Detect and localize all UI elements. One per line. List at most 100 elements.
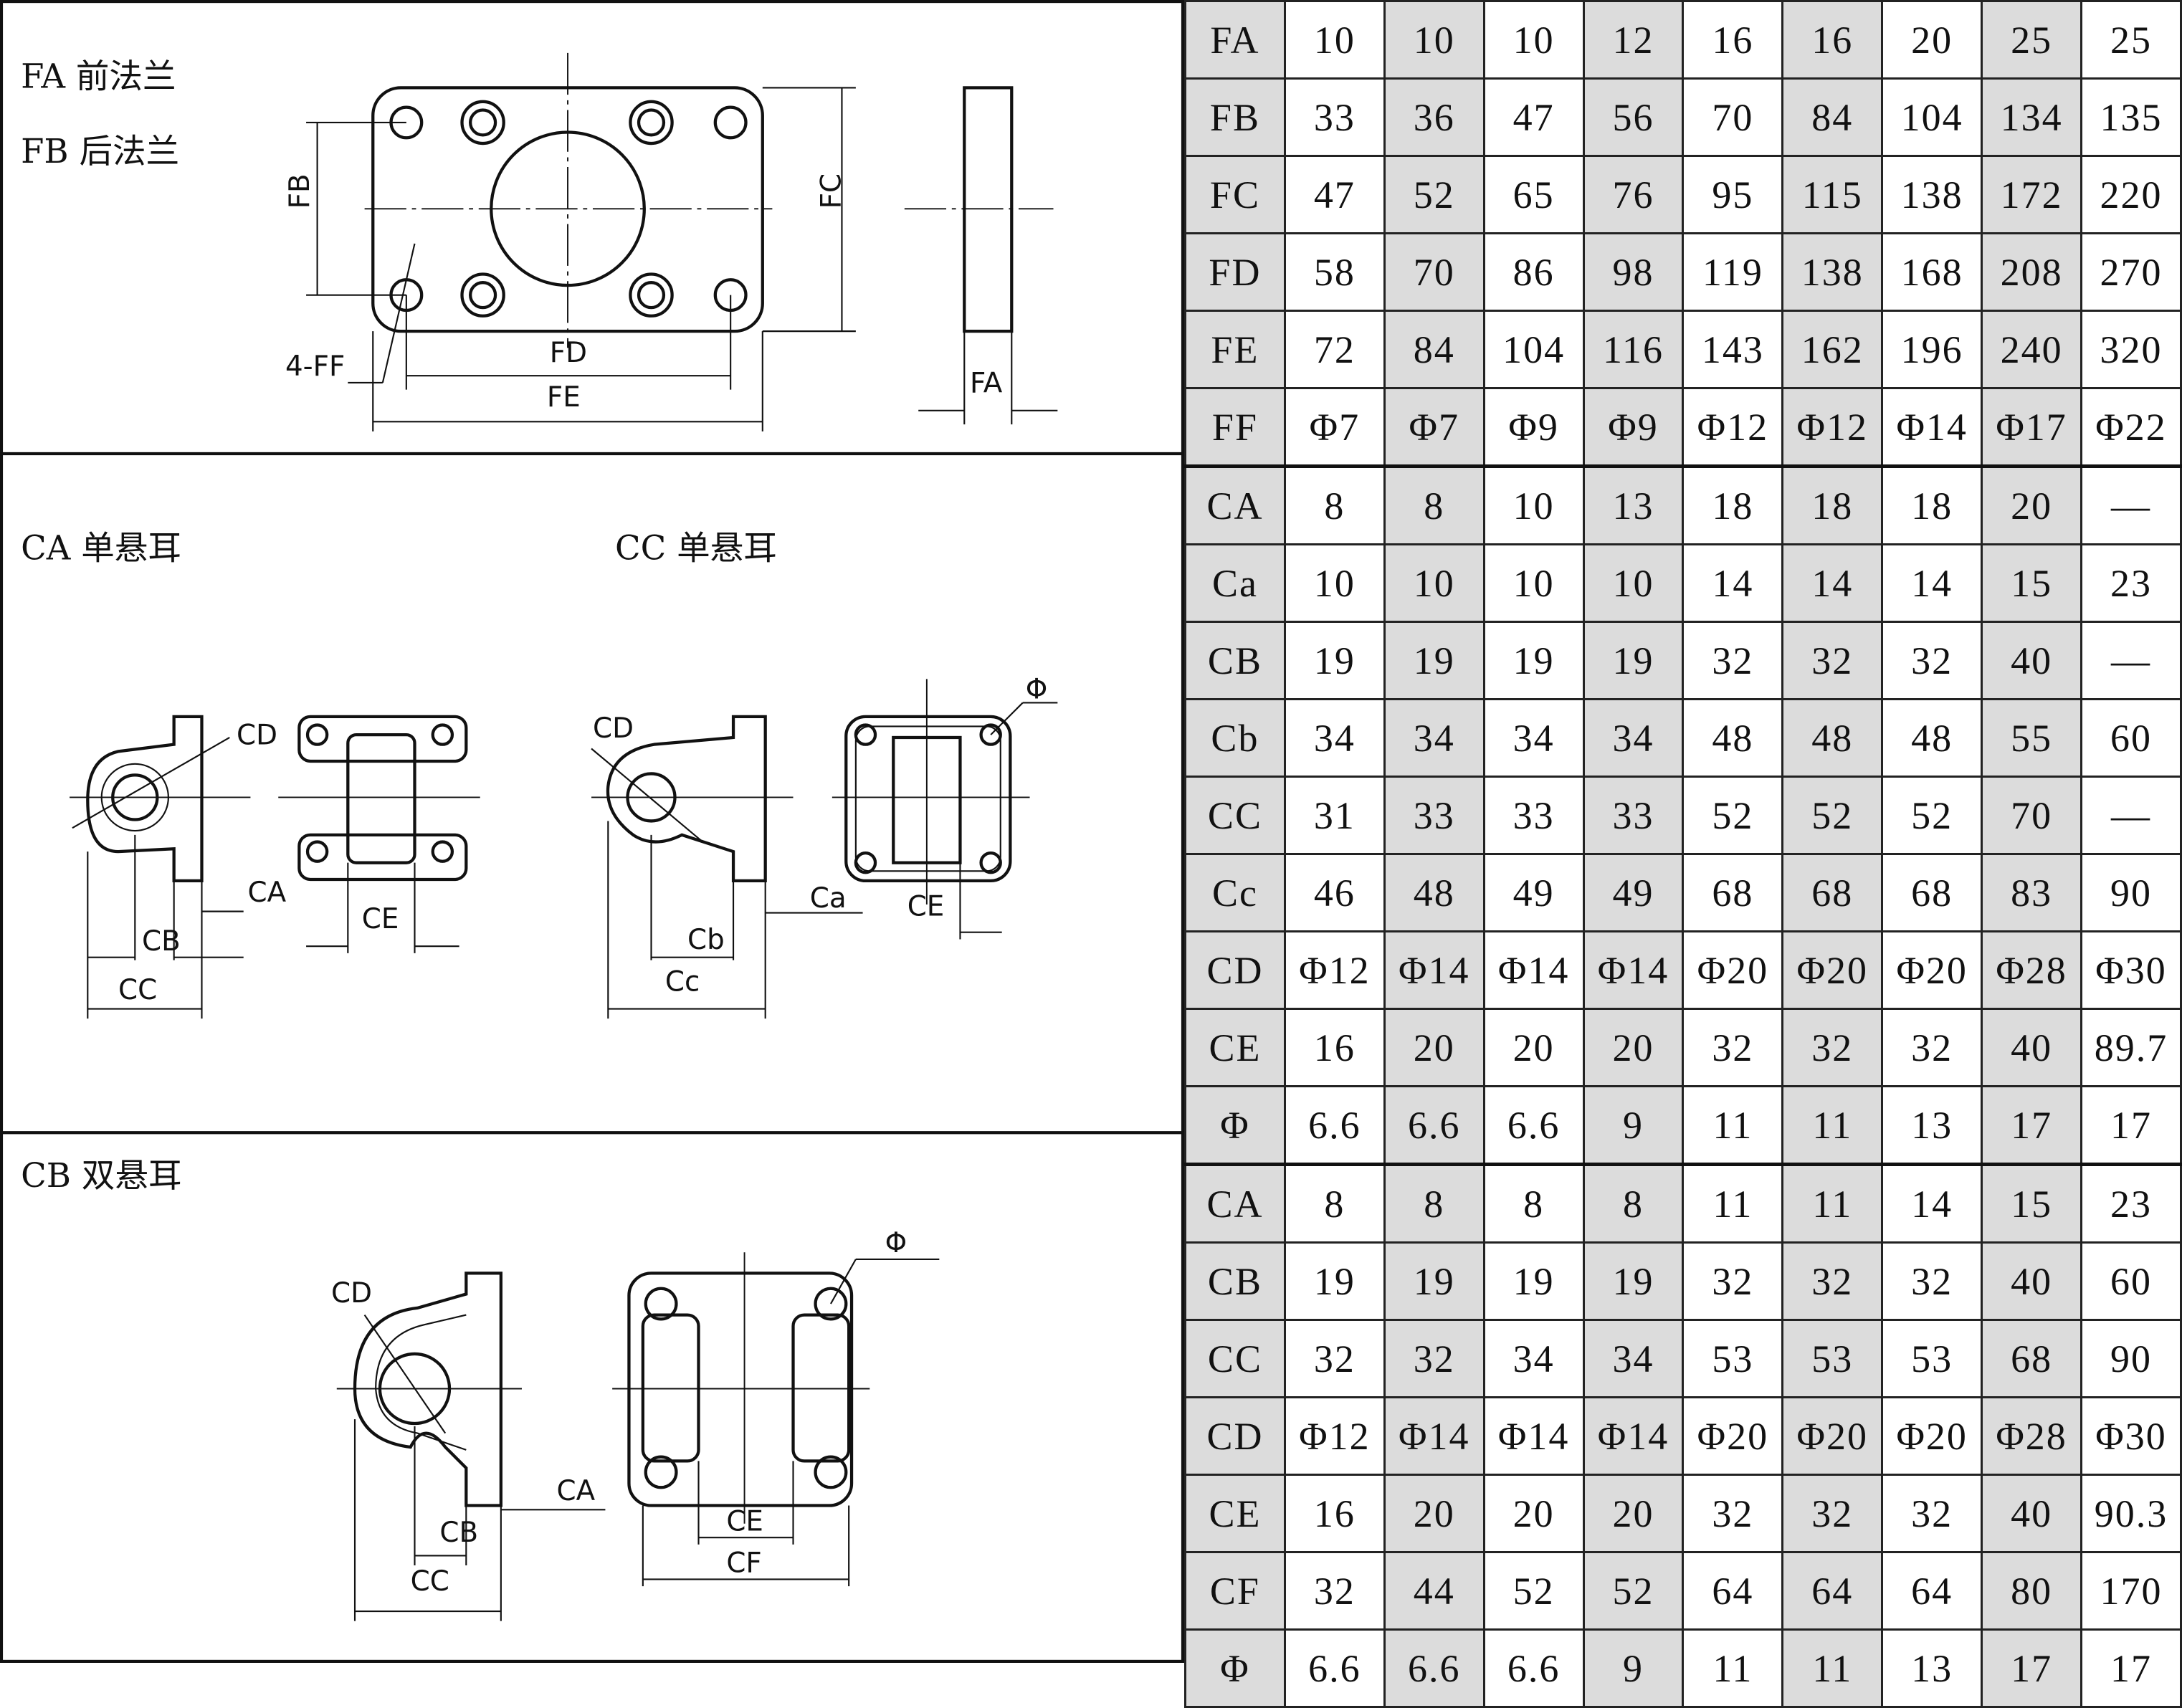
table-cell: 49 (1482, 853, 1585, 932)
table-cell: 60 (2080, 1241, 2182, 1321)
phi-label: Φ (885, 1227, 907, 1259)
table-cell: 17 (2080, 1085, 2182, 1165)
table-cell: Φ14 (1582, 930, 1685, 1010)
table-cell: 17 (2080, 1628, 2182, 1708)
table-cell: 10 (1283, 0, 1386, 80)
table-cell: 70 (1981, 776, 2083, 855)
table-cell: 17 (1981, 1628, 2083, 1708)
table-cell: — (2080, 621, 2182, 700)
table-cell: Φ9 (1482, 387, 1585, 467)
table-cell: 11 (1781, 1628, 1884, 1708)
table-cell: 9 (1582, 1085, 1685, 1165)
table-cell: 8 (1482, 1163, 1585, 1244)
table-cell: 72 (1283, 310, 1386, 389)
table-cell: 52 (1881, 776, 1983, 855)
table-cell: Φ30 (2080, 1396, 2182, 1476)
table-cell: 19 (1582, 621, 1685, 700)
table-cell: 240 (1981, 310, 2083, 389)
table-cell: Φ12 (1781, 387, 1884, 467)
table-cell: 32 (1781, 1241, 1884, 1321)
table-cell: 20 (1582, 1008, 1685, 1087)
table-cell: 10 (1482, 543, 1585, 623)
fb-label: FB (284, 173, 316, 209)
row-label: CD (1184, 930, 1286, 1010)
row-label: FA (1184, 0, 1286, 80)
table-cell: 33 (1582, 776, 1685, 855)
cc-single-ear-title: CC 单悬耳 (615, 528, 777, 567)
row-label: CB (1184, 1241, 1286, 1321)
table-cell: 53 (1682, 1319, 1784, 1398)
table-cell: 53 (1881, 1319, 1983, 1398)
table-cell: 84 (1383, 310, 1485, 389)
table-cell: 76 (1582, 155, 1685, 234)
row-label: FB (1184, 77, 1286, 157)
row-label: FC (1184, 155, 1286, 234)
table-cell: 8 (1582, 1163, 1685, 1244)
ce-label: CE (907, 890, 945, 922)
ce-label: CE (726, 1505, 763, 1537)
table-cell: 33 (1482, 776, 1585, 855)
table-cell: 48 (1881, 698, 1983, 778)
table-cell: 20 (1482, 1008, 1585, 1087)
fc-label: FC (816, 173, 848, 209)
row-label: CD (1184, 1396, 1286, 1476)
table-cell: 32 (1682, 1474, 1784, 1553)
table-cell: 18 (1881, 464, 1983, 545)
table-cell: 15 (1981, 1163, 2083, 1244)
table-cell: Φ14 (1482, 930, 1585, 1010)
cb-double-ear-title: CB 双悬耳 (21, 1156, 181, 1195)
table-cell: 20 (1582, 1474, 1685, 1553)
table-cell: 40 (1981, 1008, 2083, 1087)
table-cell: 208 (1981, 232, 2083, 312)
table-cell: 32 (1781, 1008, 1884, 1087)
phi-label: Φ (1026, 674, 1048, 706)
table-cell: Φ12 (1682, 387, 1784, 467)
technical-drawings: FA 前法兰 FB 后法兰 FB FC FD FE 4-FF (0, 0, 1184, 1663)
table-cell: Φ20 (1881, 1396, 1983, 1476)
table-cell: Φ20 (1781, 1396, 1884, 1476)
table-cell: 89.7 (2080, 1008, 2182, 1087)
table-cell: 8 (1383, 1163, 1485, 1244)
table-cell: 31 (1283, 776, 1386, 855)
table-cell: 19 (1582, 1241, 1685, 1321)
table-cell: 84 (1781, 77, 1884, 157)
table-cell: 90 (2080, 853, 2182, 932)
table-cell: 98 (1582, 232, 1685, 312)
table-cell: 95 (1682, 155, 1784, 234)
row-label: CE (1184, 1008, 1286, 1087)
table-cell: 11 (1781, 1085, 1884, 1165)
table-cell: 64 (1682, 1551, 1784, 1631)
table-cell: 20 (1881, 0, 1983, 80)
row-label: CB (1184, 621, 1286, 700)
table-cell: 14 (1881, 543, 1983, 623)
table-cell: Φ14 (1582, 1396, 1685, 1476)
table-cell: 20 (1981, 464, 2083, 545)
cc-ear-front-view: Φ CE (832, 674, 1058, 940)
rear-flange-title: FB 后法兰 (21, 132, 179, 171)
table-cell: 168 (1881, 232, 1983, 312)
table-cell: 40 (1981, 621, 2083, 700)
table-cell: 83 (1981, 853, 2083, 932)
table-cell: 48 (1781, 698, 1884, 778)
table-cell: 53 (1781, 1319, 1884, 1398)
table-cell: 32 (1383, 1319, 1485, 1398)
table-cell: 68 (1781, 853, 1884, 932)
table-cell: 23 (2080, 1163, 2182, 1244)
table-cell: 80 (1981, 1551, 2083, 1631)
table-cell: Φ7 (1283, 387, 1386, 467)
table-cell: 14 (1682, 543, 1784, 623)
row-label: Φ (1184, 1085, 1286, 1165)
